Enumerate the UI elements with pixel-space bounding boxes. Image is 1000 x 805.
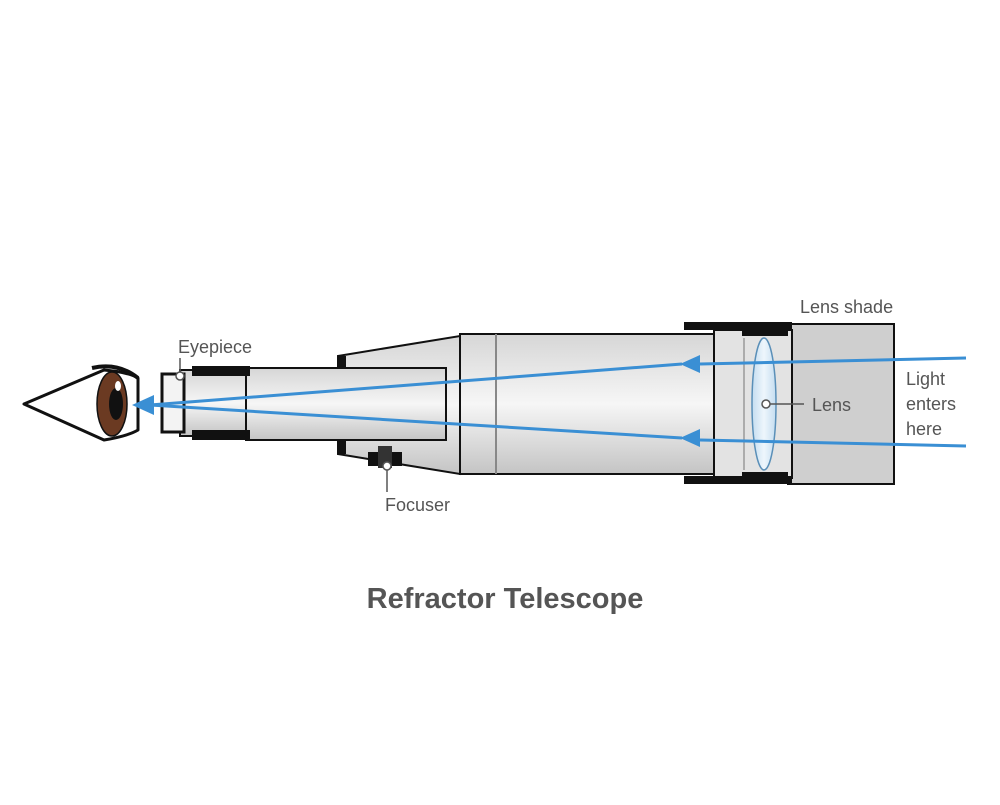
eye-icon bbox=[22, 364, 140, 442]
eyepiece-pointer bbox=[175, 371, 185, 381]
ray-arrow-upper bbox=[680, 355, 700, 373]
light-label-line3: here bbox=[906, 419, 942, 439]
focuser-pointer bbox=[382, 461, 392, 471]
draw-tube bbox=[245, 367, 447, 441]
lens-shade bbox=[787, 323, 895, 485]
ray-arrow-lower bbox=[680, 429, 700, 447]
light-rays bbox=[132, 355, 967, 448]
eyepiece-label: Eyepiece bbox=[178, 337, 252, 357]
ray-arrow-eye bbox=[132, 395, 154, 415]
lens-pointer bbox=[761, 399, 771, 409]
lens-shade-label: Lens shade bbox=[800, 297, 893, 317]
diagram-title: Refractor Telescope bbox=[367, 583, 644, 615]
light-label-line2: enters bbox=[906, 394, 956, 414]
light-label-line1: Light bbox=[906, 369, 945, 389]
leader-lines bbox=[175, 358, 804, 492]
focuser-label: Focuser bbox=[385, 495, 450, 515]
lens-label: Lens bbox=[812, 395, 851, 415]
